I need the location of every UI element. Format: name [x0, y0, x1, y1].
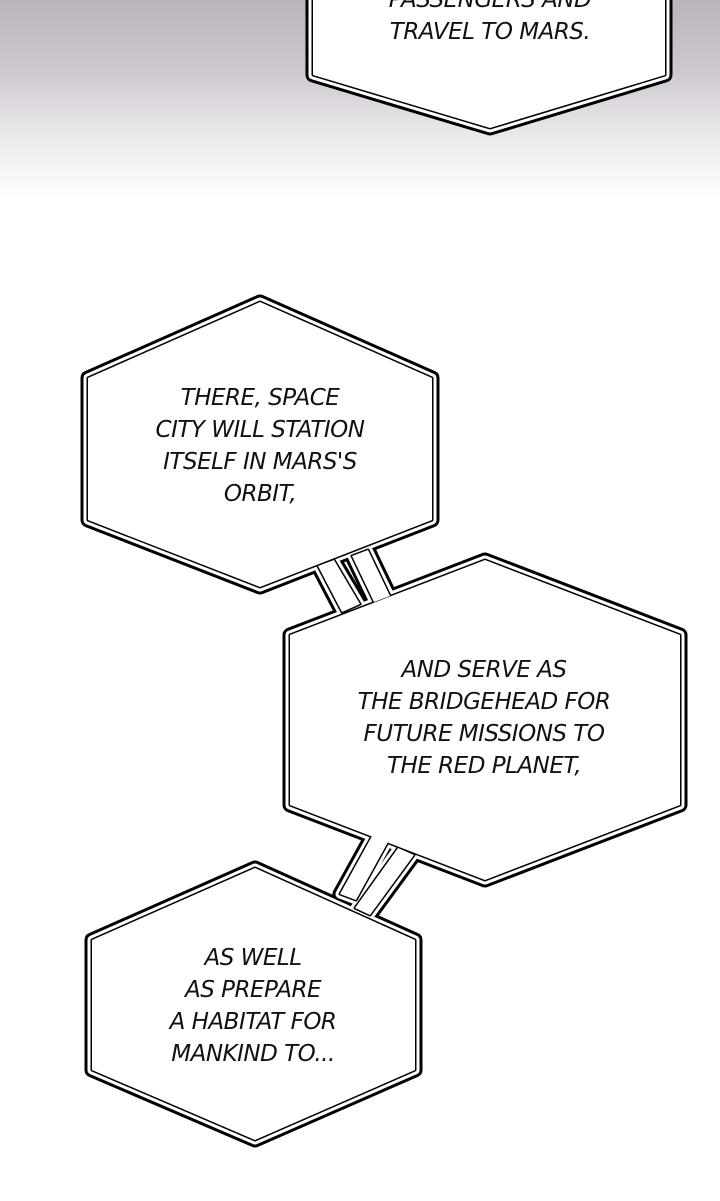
bubble-text-line: CITY WILL STATION: [155, 417, 365, 443]
bubble-text-line: PASSENGERS AND: [388, 0, 592, 13]
bubble-text-line: THERE, SPACE: [180, 385, 340, 411]
bubble-text-line: AS PREPARE: [185, 977, 321, 1003]
bubble-text-line: AS WELL: [204, 945, 302, 971]
speech-bubble-1: THERE, SPACE CITY WILL STATION ITSELF IN…: [156, 382, 365, 510]
bubble-text-line: AND SERVE AS: [401, 657, 567, 683]
bubble-text-line: ITSELF IN MARS'S: [163, 449, 357, 475]
bubble-text-line: THE BRIDGEHEAD FOR: [357, 689, 611, 715]
bubble-text-line: A HABITAT FOR: [169, 1009, 337, 1035]
speech-bubble-top: PASSENGERS AND TRAVEL TO MARS.: [388, 0, 592, 48]
speech-bubble-3: AS WELL AS PREPARE A HABITAT FOR MANKIND…: [170, 942, 337, 1070]
bubble-text-line: ORBIT,: [223, 481, 297, 507]
bubble-text-line: THE RED PLANET,: [386, 753, 582, 779]
speech-bubble-2: AND SERVE AS THE BRIDGEHEAD FOR FUTURE M…: [358, 654, 611, 782]
bubble-text-line: FUTURE MISSIONS TO: [363, 721, 605, 747]
bubble-text-line: TRAVEL TO MARS.: [389, 19, 591, 45]
bubble-text-line: MANKIND TO...: [171, 1041, 335, 1067]
